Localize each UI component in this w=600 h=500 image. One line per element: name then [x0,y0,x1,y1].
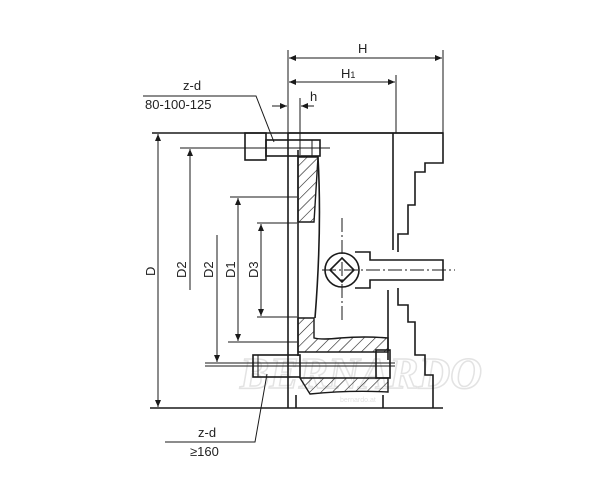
top-bolt-callout: z-d 80-100-125 [143,78,275,143]
label-D3: D3 [246,261,261,278]
top-callout-value: 80-100-125 [145,97,212,112]
dimension-D1: D1 [223,196,297,343]
label-D: D [143,267,158,276]
label-D2-inner: D2 [201,261,216,278]
pinion-key-socket [322,218,455,322]
bottom-bolt-callout: z-d ≥160 [165,373,268,459]
dimension-h: h [272,89,317,155]
label-H: H [358,41,367,56]
dimension-D3: D3 [246,222,297,318]
dimension-H1: H1 [289,66,397,133]
label-H1: H1 [341,66,355,81]
top-callout-title: z-d [183,78,201,93]
label-D2-outer: D2 [174,261,189,278]
chuck-body [287,132,444,408]
bottom-callout-value: ≥160 [190,444,219,459]
label-D1: D1 [223,261,238,278]
watermark-url: bernardo.at [340,397,376,404]
top-bolt [244,132,330,161]
label-h: h [310,89,317,104]
bottom-bolt [205,349,395,379]
bottom-callout-title: z-d [198,425,216,440]
dimension-D2-inner: D2 [201,235,395,364]
